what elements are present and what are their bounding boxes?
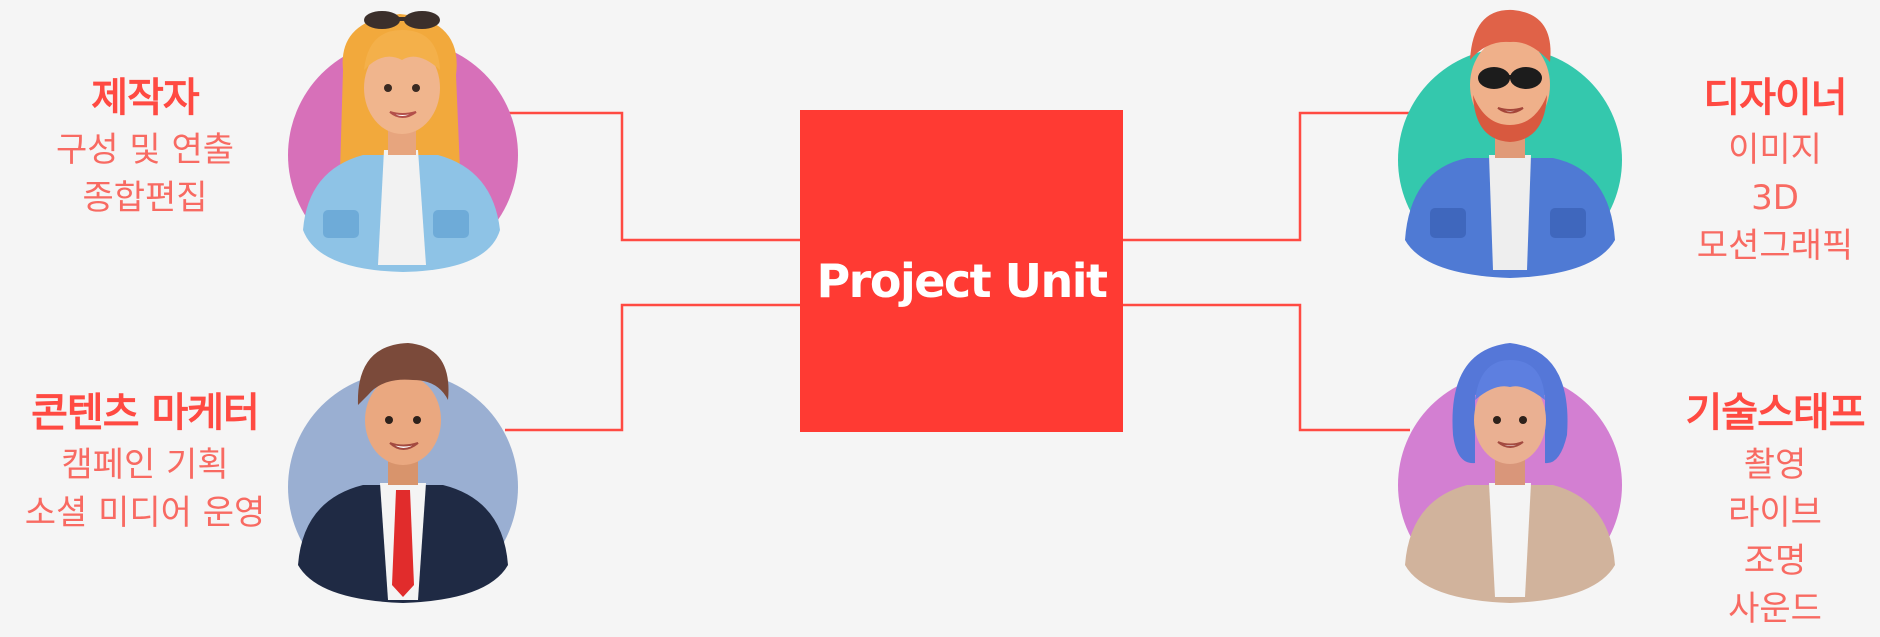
connector-producer	[505, 111, 800, 242]
connector-designer	[1123, 111, 1410, 242]
role-designer-task: 모션그래픽	[1696, 226, 1854, 266]
role-tech-staff-task: 조명	[1743, 541, 1807, 581]
role-designer-task: 3D	[1751, 178, 1799, 218]
connector-tech	[1123, 303, 1410, 432]
role-designer-task: 이미지	[1728, 130, 1822, 170]
role-marketer-title: 콘텐츠 마케터	[31, 390, 260, 436]
role-marketer: 콘텐츠 마케터 캠페인 기획 소셜 미디어 운영	[5, 385, 285, 537]
project-unit-title: Project Unit	[816, 254, 1108, 308]
woman-blue-hair-avatar	[1398, 343, 1622, 603]
role-producer: 제작자 구성 및 연출 종합편집	[20, 70, 270, 222]
project-unit-box: Project Unit	[800, 110, 1123, 432]
role-tech-staff-task: 사운드	[1728, 589, 1822, 629]
role-producer-task: 구성 및 연출	[55, 130, 234, 170]
connector-marketer	[505, 303, 800, 432]
role-tech-staff-title: 기술스태프	[1685, 390, 1866, 436]
man-suit-red-tie-avatar	[288, 343, 518, 603]
role-tech-staff-task: 촬영	[1743, 445, 1807, 485]
role-marketer-task: 소셜 미디어 운영	[24, 493, 266, 533]
role-marketer-task: 캠페인 기획	[61, 445, 229, 485]
role-tech-staff-task: 라이브	[1728, 493, 1822, 533]
woman-blonde-sunglasses-avatar	[288, 11, 518, 272]
role-producer-title: 제작자	[91, 75, 199, 121]
role-tech-staff: 기술스태프 촬영 라이브 조명 사운드	[1650, 385, 1880, 633]
role-designer-title: 디자이너	[1703, 75, 1847, 121]
man-red-beard-sunglasses-avatar	[1398, 9, 1622, 278]
role-designer: 디자이너 이미지 3D 모션그래픽	[1650, 70, 1880, 270]
role-producer-task: 종합편집	[82, 178, 208, 218]
